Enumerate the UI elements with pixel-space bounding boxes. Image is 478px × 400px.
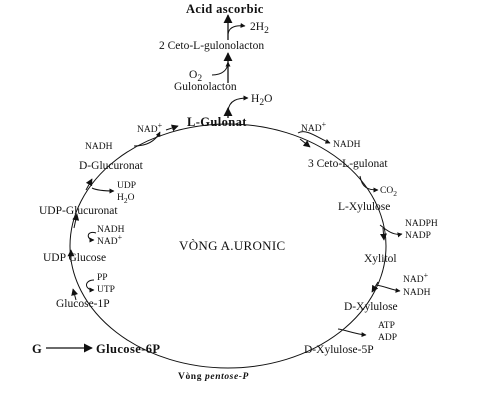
nadp-label: NADP [405, 231, 431, 241]
curve-atp-adp [337, 328, 367, 338]
curve-nad-nadh-top-left [133, 131, 161, 147]
atp-label: ATP [378, 321, 395, 331]
pp-label: PP [97, 273, 108, 283]
o2-label: O2 [189, 69, 202, 84]
gulonolacton-label: Gulonolacton [174, 81, 237, 93]
l-gulonat-label: L-Gulonat [187, 115, 247, 129]
nad-right-label: NAD+ [403, 271, 429, 285]
nad-top-right-label: NAD+ [301, 120, 327, 134]
curve-co2 [359, 175, 379, 193]
arrow-to-ceto-gulonat [299, 138, 311, 148]
arrow-to-d-glucuronat [85, 178, 93, 191]
d-glucuronat-label: D-Glucuronat [79, 160, 144, 172]
center-cycle-title: VÒNG A.URONIC [179, 238, 285, 253]
cycle-ring [69, 123, 387, 369]
h2-product-label: 2H2 [250, 21, 269, 36]
upper-chain [211, 14, 249, 118]
pentose-cycle-label: Vòng pentose-P [178, 372, 249, 382]
nadh-top-left-label: NADH [85, 142, 113, 152]
d-xylulose-label: D-Xylulose [344, 301, 398, 313]
arrow-to-glucose-1p [71, 288, 79, 301]
arrow-to-udp-glucuronat [72, 213, 80, 229]
glucose-1p-label: Glucose-1P [56, 298, 110, 310]
h2o-left-label: H2O [117, 193, 135, 205]
nadh-left-label: NADH [97, 225, 125, 235]
udp-label: UDP [117, 181, 136, 191]
curve-nad-nadh-right [375, 284, 401, 293]
nad-top-left-label: NAD+ [137, 121, 163, 135]
nadh-top-right-label: NADH [333, 140, 361, 150]
nad-left-label: NAD+ [97, 233, 123, 247]
co2-label: CO2 [380, 186, 397, 198]
curve-pp-utp [86, 279, 95, 293]
cycle-arrows [67, 124, 387, 301]
curve-udp-h2o [91, 187, 115, 194]
xylitol-label: Xylitol [364, 253, 397, 265]
h2o-release-curve [227, 95, 249, 112]
d-xylulose-5p-label: D-Xylulose-5P [304, 344, 374, 356]
udp-glucuronat-label: UDP-Glucuronat [39, 205, 118, 217]
g-input-label: G [32, 342, 42, 356]
arrow-to-d-xylulose [371, 281, 379, 293]
utp-label: UTP [97, 285, 115, 295]
curve-nad-nadh-top-right [297, 131, 331, 144]
h2o-top-label: H2O [251, 93, 272, 108]
acid-ascorbic-label: Acid ascorbic [186, 2, 264, 16]
curve-nadph-nadp [379, 224, 403, 238]
arrow-to-xylitol [379, 227, 387, 241]
glucose-6p-label: Glucose-6P [96, 342, 160, 356]
nadph-label: NADPH [405, 219, 438, 229]
l-xylulose-label: L-Xylulose [338, 201, 390, 213]
arrow-to-l-gulonat [165, 124, 179, 132]
nadh-right-label: NADH [403, 288, 431, 298]
h2-release-curve [227, 23, 246, 35]
cofactor-curves [86, 131, 403, 338]
o2-input-curve [211, 61, 231, 76]
ceto-l-gulonat-label: 3 Ceto-L-gulonat [308, 158, 388, 170]
udp-glucose-label: UDP Glucose [43, 252, 106, 264]
adp-label: ADP [378, 333, 397, 343]
ceto-gulonolacton-label: 2 Ceto-L-gulonolacton [159, 40, 264, 52]
curve-nadh-nad-left [87, 231, 97, 243]
